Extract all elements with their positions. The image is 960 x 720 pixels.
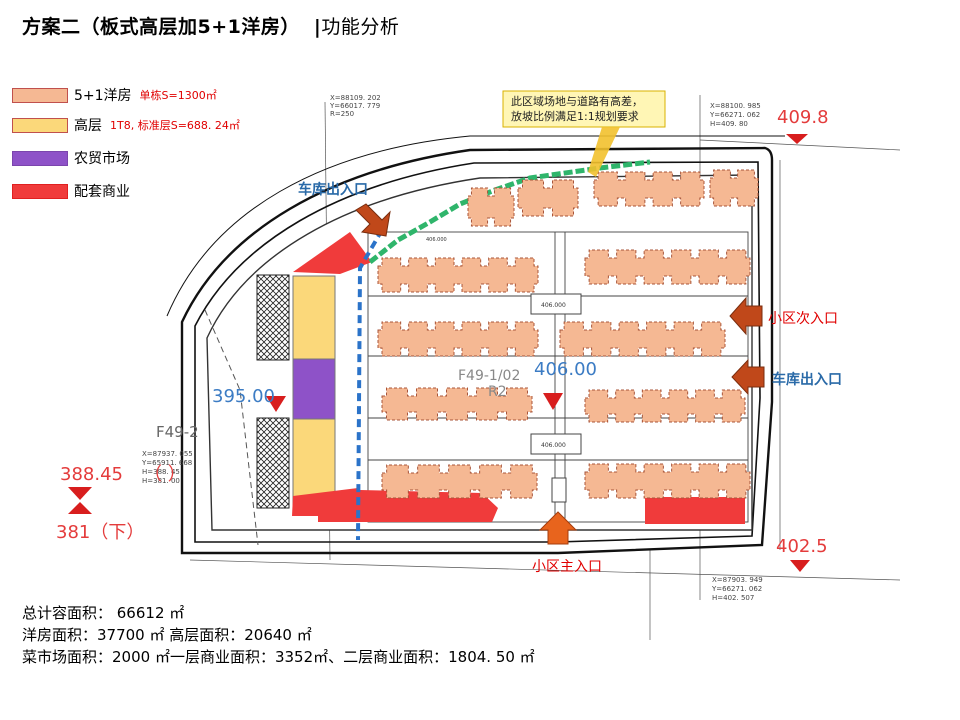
legend-swatch-highrise [12,117,68,133]
villa-building [517,179,579,217]
legend-label: 高层 [74,118,102,134]
parcel-center-label: F49-1/02 [458,368,520,384]
elevation-triangle-se [790,560,810,572]
market-block [292,358,336,420]
callout-pointer [588,127,620,177]
coord-sw-h2: H=381. 00 [142,477,180,485]
elevation-triangle-center [543,393,563,410]
garage-nw-arrow [355,203,391,237]
legend-label: 农贸市场 [74,151,130,167]
highrise-north [292,275,336,360]
title-separator: | [313,16,322,38]
callout-line-2: 放坡比例满足1:1规划要求 [511,109,639,123]
title-sub: 功能分析 [321,16,400,38]
legend-item-highrise: 高层 1T8, 标准层S=688. 24㎡ [12,116,240,134]
title-main: 方案二（板式高层加5+1洋房） [22,16,300,38]
legend-item-commercial: 配套商业 [12,182,130,200]
main-entrance-arrow [538,511,578,545]
commercial-north [293,232,372,274]
villa-building [467,187,515,227]
coord-sw-y: Y=65911. 668 [141,459,192,467]
stats-block: 总计容面积： 66612 ㎡ 洋房面积：37700 ㎡ 高层面积：20640 ㎡… [22,602,535,668]
coord-ne-x: X=88100. 985 [710,102,761,110]
coord-nw-x: X=88109. 202 [330,94,381,102]
site-boundary [166,135,785,555]
callout-box [502,90,666,128]
secondary-entrance-label: 小区次入口 [768,311,838,327]
coord-sw-h1: H=388. 45 [142,468,180,476]
spot-label: 406.000 [541,442,566,449]
zone-label: R2 [488,384,507,400]
legend-swatch-market [12,150,68,166]
elevation-triangle-sw-lower [68,502,92,514]
coord-se-x: X=87903. 949 [712,576,763,584]
stat-total-far: 总计容面积： 66612 ㎡ [22,604,185,622]
spot-boxes [530,293,582,503]
villa-building [593,171,705,207]
hatched-block [256,274,290,361]
hatched-block [256,417,290,509]
coord-sw-x: X=87937. 055 [142,450,193,458]
stat-market-commercial: 菜市场面积：2000 ㎡一层商业面积：3352㎡、二层商业面积：1804. 50… [22,648,535,666]
elevation-markers [68,134,810,572]
secondary-entrance-arrow [729,296,763,336]
villa-building [584,389,746,423]
elevation-center: 406.00 [534,359,597,380]
callout-line-1: 此区域场地与道路有高差， [511,94,643,108]
elevation-triangle-west [266,396,286,412]
elevation-se: 402.5 [776,536,828,557]
legend-swatch-villa [12,87,68,103]
legend-swatch-commercial [12,183,68,199]
elevation-sw-upper: 388.45 [60,464,123,485]
villa-building [709,169,759,207]
elevation-west: 395.00 [212,386,275,407]
entrance-arrows [355,203,765,545]
coordinate-labels: X=88109. 202 Y=66017. 779 R=250 X=88100.… [141,94,763,602]
commercial-southeast [645,497,745,524]
villa-building [584,249,751,285]
coord-nw-r: R=250 [330,110,354,118]
west-dashed-line [204,309,259,546]
elevation-triangle-sw [68,487,92,500]
legend-label: 配套商业 [74,184,130,200]
elevation-ne: 409.8 [777,107,829,128]
legend-note: 单栋S=1300㎡ [139,89,217,102]
slide-title: 方案二（板式高层加5+1洋房） |功能分析 [22,12,399,39]
villa-building [584,463,751,499]
parcel-west-label: F49-2 [156,423,199,441]
legend-item-market: 农贸市场 [12,149,130,167]
stat-villa-highrise: 洋房面积：37700 ㎡ 高层面积：20640 ㎡ [22,626,312,644]
coord-se-y: Y=66271. 062 [711,585,762,593]
elevation-triangle-ne [786,134,808,144]
legend-note: 1T8, 标准层S=688. 24㎡ [110,119,240,132]
legend-item-villa: 5+1洋房 单栋S=1300㎡ [12,86,217,104]
villa-building [377,257,539,293]
villa-buildings [377,169,759,499]
legend-label: 5+1洋房 [74,88,132,104]
garage-east-arrow [731,358,765,396]
coord-ne-y: Y=66271. 062 [709,111,760,119]
villa-building [381,464,538,499]
coord-se-h: H=402. 507 [712,594,754,602]
villa-building [377,321,539,357]
garage-nw-label: 车库出入口 [298,181,368,198]
main-entrance-label: 小区主入口 [532,559,602,575]
villa-building [381,387,533,421]
commercial-south [292,488,498,522]
elevation-sw-lower: 381（下） [56,522,144,543]
elevation-sw-upper-suffix: （ ） [144,464,186,485]
blue-dashed-line [356,228,384,541]
coord-nw-y: Y=66017. 779 [329,102,380,110]
spot-label: 406.000 [541,302,566,309]
coord-ne-h: H=409. 80 [710,120,748,128]
villa-building [559,321,726,357]
spot-label: 406.000 [426,237,447,243]
garage-east-label: 车库出入口 [772,371,842,388]
